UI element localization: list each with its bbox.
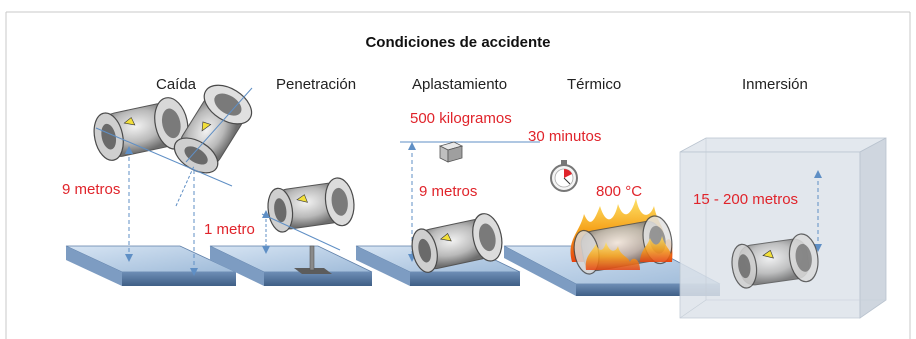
diagram-title: Condiciones de accidente <box>365 34 551 51</box>
label-termico: Térmico <box>567 76 622 93</box>
spike-icon <box>294 245 332 274</box>
value-caida: 9 metros <box>62 181 121 198</box>
guide-line <box>185 87 253 163</box>
drop-arrow <box>262 210 270 254</box>
cask-icon <box>731 233 819 289</box>
cask-icon <box>93 97 189 161</box>
value-inmersion: 15 - 200 metros <box>693 191 799 208</box>
label-inmersion: Inmersión <box>742 76 808 93</box>
plate-penetracion <box>209 245 373 286</box>
label-aplastamiento: Aplastamiento <box>412 76 508 93</box>
guide-line <box>175 165 195 207</box>
guide-line <box>95 127 233 187</box>
drop-arrow <box>190 170 198 276</box>
water-tank <box>679 137 887 319</box>
drop-arrow <box>125 146 133 262</box>
value-termico: 800 °C <box>596 183 643 200</box>
weight-block-icon <box>438 141 464 163</box>
value-aplastamiento: 9 metros <box>419 183 478 200</box>
stopwatch-icon <box>550 160 578 192</box>
label-caida: Caída <box>156 76 197 93</box>
cask-icon <box>411 213 503 273</box>
cask-icon <box>267 177 355 233</box>
value-aplastamiento-weight: 500 kilogramos <box>410 110 512 127</box>
label-penetracion: Penetración <box>276 76 357 93</box>
value-penetracion: 1 metro <box>204 221 255 238</box>
drop-arrow <box>814 170 822 252</box>
fire-icon <box>585 236 672 270</box>
guide-line <box>261 213 341 251</box>
value-termico-duration: 30 minutos <box>528 128 602 145</box>
cask-icon <box>173 84 253 174</box>
